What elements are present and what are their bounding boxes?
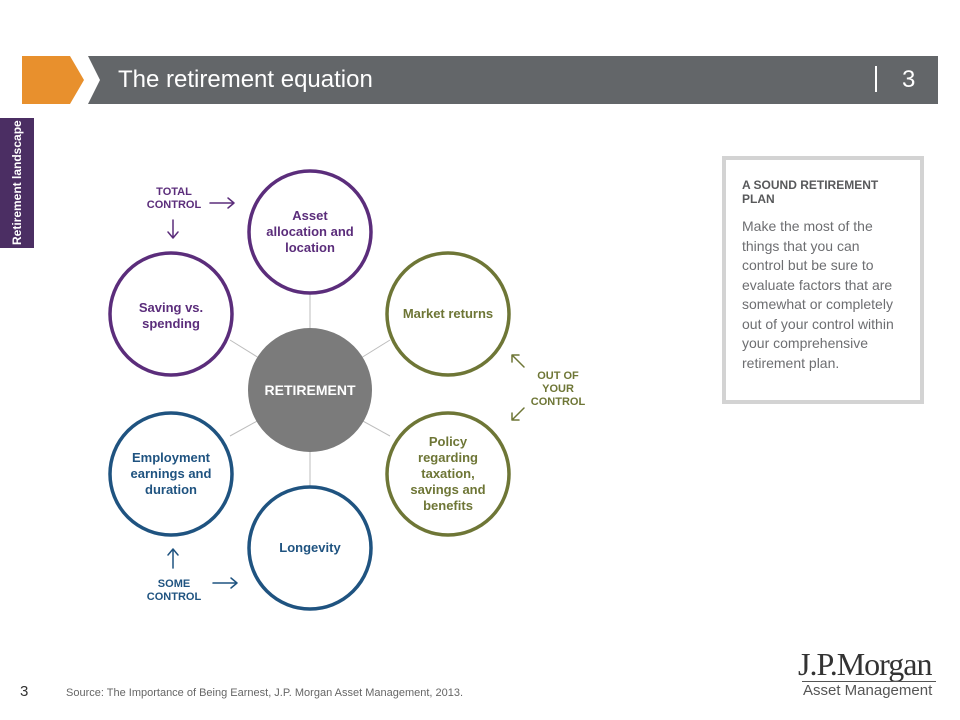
header-divider <box>875 66 877 92</box>
control-label-some: SOME CONTROL <box>146 578 202 603</box>
connector-market <box>360 339 391 359</box>
node-circle-longevity <box>247 485 373 611</box>
logo-rule <box>802 681 936 682</box>
arrow-out-up <box>511 354 525 368</box>
footer-page-number: 3 <box>20 683 29 700</box>
arrow-total-right <box>209 197 235 209</box>
node-circle-saving <box>108 251 234 377</box>
plan-box <box>722 156 924 404</box>
node-circle-policy <box>385 411 511 537</box>
jpmorgan-logo: J.P.Morgan <box>798 646 932 682</box>
connector-lines <box>229 290 391 488</box>
center-label: RETIREMENT <box>264 382 356 398</box>
control-label-total: TOTAL CONTROL <box>146 186 202 211</box>
header-bar-notch <box>84 56 100 104</box>
source-note: Source: The Importance of Being Earnest,… <box>66 687 464 699</box>
node-circle-market <box>385 251 511 377</box>
center-circle <box>248 328 372 452</box>
connector-policy <box>360 419 391 437</box>
node-circle-asset <box>247 169 373 295</box>
node-label-saving: Saving vs. spending <box>138 300 204 331</box>
node-label-market: Market returns <box>402 306 494 321</box>
node-label-policy: Policy regarding taxation, savings and b… <box>410 434 486 513</box>
node-label-longevity: Longevity <box>279 540 341 555</box>
arrow-out-down <box>511 407 525 421</box>
plan-heading: A SOUND RETIREMENT PLAN <box>742 178 879 206</box>
arrow-total-down <box>167 219 179 239</box>
plan-body: Make the most of the things that you can… <box>742 218 894 371</box>
node-label-asset: Asset allocation and location <box>266 208 354 255</box>
connector-employment <box>229 419 260 437</box>
node-circle-employment <box>108 411 234 537</box>
node-label-employment: Employment earnings and duration <box>130 450 212 497</box>
connector-saving <box>229 339 260 359</box>
side-tab <box>0 118 34 248</box>
control-label-out: OUT OF YOUR CONTROL <box>530 370 586 408</box>
header-bar <box>84 56 938 104</box>
header-page-number: 3 <box>902 66 916 93</box>
arrow-some-right <box>212 577 238 589</box>
page-title: The retirement equation <box>118 66 373 93</box>
logo-subtitle: Asset Management <box>803 682 933 699</box>
arrow-some-up <box>167 548 179 569</box>
